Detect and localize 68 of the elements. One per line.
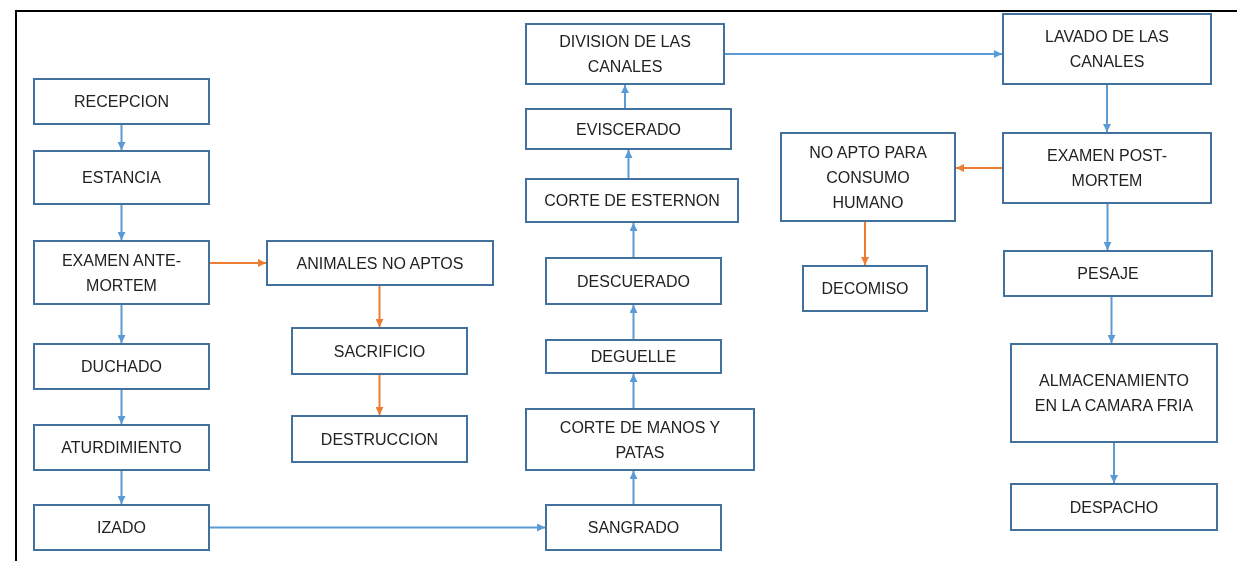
process-box — [525, 23, 725, 85]
step-label: SANGRADO — [587, 518, 680, 538]
step-label: ATURDIMIENTO — [61, 438, 182, 458]
step-label: PESAJE — [1077, 264, 1139, 284]
step-label: CORTE DE MANOS Y PATAS — [558, 417, 722, 463]
process-box — [33, 78, 210, 125]
process-box — [291, 415, 468, 463]
arrow — [375, 285, 384, 328]
process-box — [525, 408, 755, 471]
arrow — [117, 470, 126, 505]
arrow — [1107, 296, 1116, 344]
arrow — [117, 304, 126, 344]
arrow — [629, 222, 638, 258]
step-label: DEGUELLE — [590, 347, 677, 367]
process-box — [33, 504, 210, 551]
arrow — [1110, 442, 1118, 484]
process-box — [291, 327, 468, 375]
arrow — [209, 259, 267, 267]
step-label: EXAMEN POST-MORTEM — [1046, 146, 1168, 191]
step-label: EVISCERADO — [576, 119, 681, 140]
step-label: ESTANCIA — [82, 168, 161, 188]
arrow — [955, 164, 1003, 172]
arrow — [1103, 203, 1112, 251]
step-label: EXAMEN ANTE-MORTEM — [60, 250, 183, 296]
step-label: NO APTO PARA CONSUMO HUMANO — [808, 142, 928, 213]
step-label: ANIMALES NO APTOS — [296, 253, 464, 274]
arrow — [117, 204, 126, 241]
process-box — [545, 257, 722, 305]
process-box — [33, 343, 210, 390]
process-box — [802, 265, 928, 312]
step-label: RECEPCION — [73, 92, 170, 112]
arrow — [117, 124, 126, 151]
arrow — [375, 374, 384, 416]
step-label: CORTE DE ESTERNON — [544, 191, 720, 211]
process-box — [1003, 250, 1213, 297]
arrow — [724, 50, 1003, 58]
step-label: DESPACHO — [1069, 497, 1159, 518]
step-label: DECOMISO — [821, 279, 909, 299]
step-label: SACRIFICIO — [333, 341, 426, 362]
step-label: LAVADO DE LAS CANALES — [1044, 27, 1170, 72]
step-label: ALMACENAMIENTO EN LA CAMARA FRIA — [1033, 371, 1195, 416]
process-box — [545, 504, 722, 551]
process-box — [525, 178, 739, 223]
arrow — [624, 149, 633, 179]
step-label: DESTRUCCION — [320, 429, 439, 450]
arrow — [621, 84, 629, 109]
process-box — [545, 339, 722, 374]
process-box — [33, 424, 210, 471]
process-box — [1002, 13, 1212, 85]
step-label: DIVISION DE LAS CANALES — [558, 32, 692, 77]
arrow — [209, 523, 546, 532]
process-box — [1010, 343, 1218, 443]
process-box — [780, 132, 956, 222]
process-box — [33, 150, 210, 205]
arrow — [629, 373, 638, 409]
process-box — [1002, 132, 1212, 204]
process-box — [1010, 483, 1218, 531]
step-label: DESCUERADO — [577, 271, 690, 292]
process-box — [266, 240, 494, 286]
process-box — [33, 240, 210, 305]
step-label: DUCHADO — [81, 357, 162, 377]
arrow — [117, 389, 126, 425]
process-box — [525, 108, 732, 150]
arrow — [629, 304, 638, 340]
arrow — [629, 470, 638, 505]
step-label: IZADO — [97, 518, 146, 538]
arrow — [861, 221, 869, 266]
arrow — [1103, 84, 1111, 133]
